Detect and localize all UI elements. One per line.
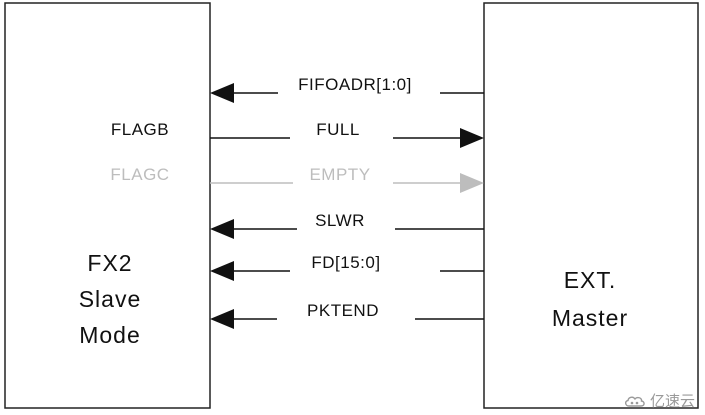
signal-2: FULL FLAGB: [111, 120, 484, 148]
signal-3: EMPTY FLAGC: [110, 165, 484, 193]
fx2-label-line-3: Mode: [79, 322, 141, 348]
signal-label: FIFOADR[1:0]: [298, 75, 412, 94]
signal-label: FD[15:0]: [311, 253, 380, 272]
arrow-right-icon: [460, 128, 484, 148]
master-label-line-2: Master: [552, 305, 628, 331]
arrow-left-icon: [210, 83, 234, 103]
watermark-text: 亿速云: [649, 393, 695, 410]
signal-1: FIFOADR[1:0]: [210, 75, 484, 103]
fx2-block: [4, 2, 211, 409]
signal-6: PKTEND: [210, 301, 484, 329]
pin-label: FLAGB: [111, 120, 169, 139]
signal-label: FULL: [316, 120, 360, 139]
fx2-label-line-2: Slave: [79, 286, 142, 312]
signal-group: FIFOADR[1:0] FULL FLAGB EMPTY FLAGC SLWR FD[15…: [110, 75, 484, 329]
signal-label: PKTEND: [307, 301, 379, 320]
watermark: 亿速云: [623, 390, 695, 411]
fx2-label-line-1: FX2: [87, 250, 132, 276]
signal-5: FD[15:0]: [210, 253, 484, 281]
arrow-right-icon: [460, 173, 484, 193]
arrow-left-icon: [210, 309, 234, 329]
master-block: [483, 2, 699, 409]
signal-label: EMPTY: [309, 165, 370, 184]
master-label-line-1: EXT.: [564, 267, 617, 293]
cloud-icon: [624, 396, 645, 407]
signal-label: SLWR: [315, 211, 365, 230]
arrow-left-icon: [210, 261, 234, 281]
arrow-left-icon: [210, 219, 234, 239]
pin-label: FLAGC: [110, 165, 169, 184]
signal-4: SLWR: [210, 211, 484, 239]
